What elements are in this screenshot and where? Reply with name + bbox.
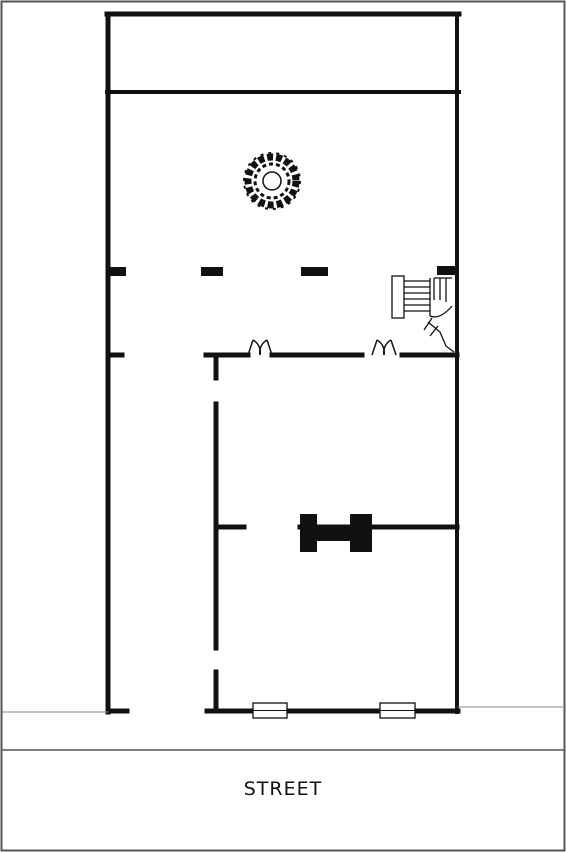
pier-1 — [110, 267, 126, 276]
double-door-right — [371, 339, 397, 356]
tree-symbol — [243, 152, 301, 210]
staircase — [391, 275, 455, 353]
pier-2 — [201, 267, 223, 276]
double-door-left — [247, 339, 273, 356]
pier-3 — [301, 267, 328, 276]
chimney-block — [300, 514, 372, 552]
street-label: STREET — [243, 778, 323, 800]
pier-4 — [437, 266, 456, 275]
